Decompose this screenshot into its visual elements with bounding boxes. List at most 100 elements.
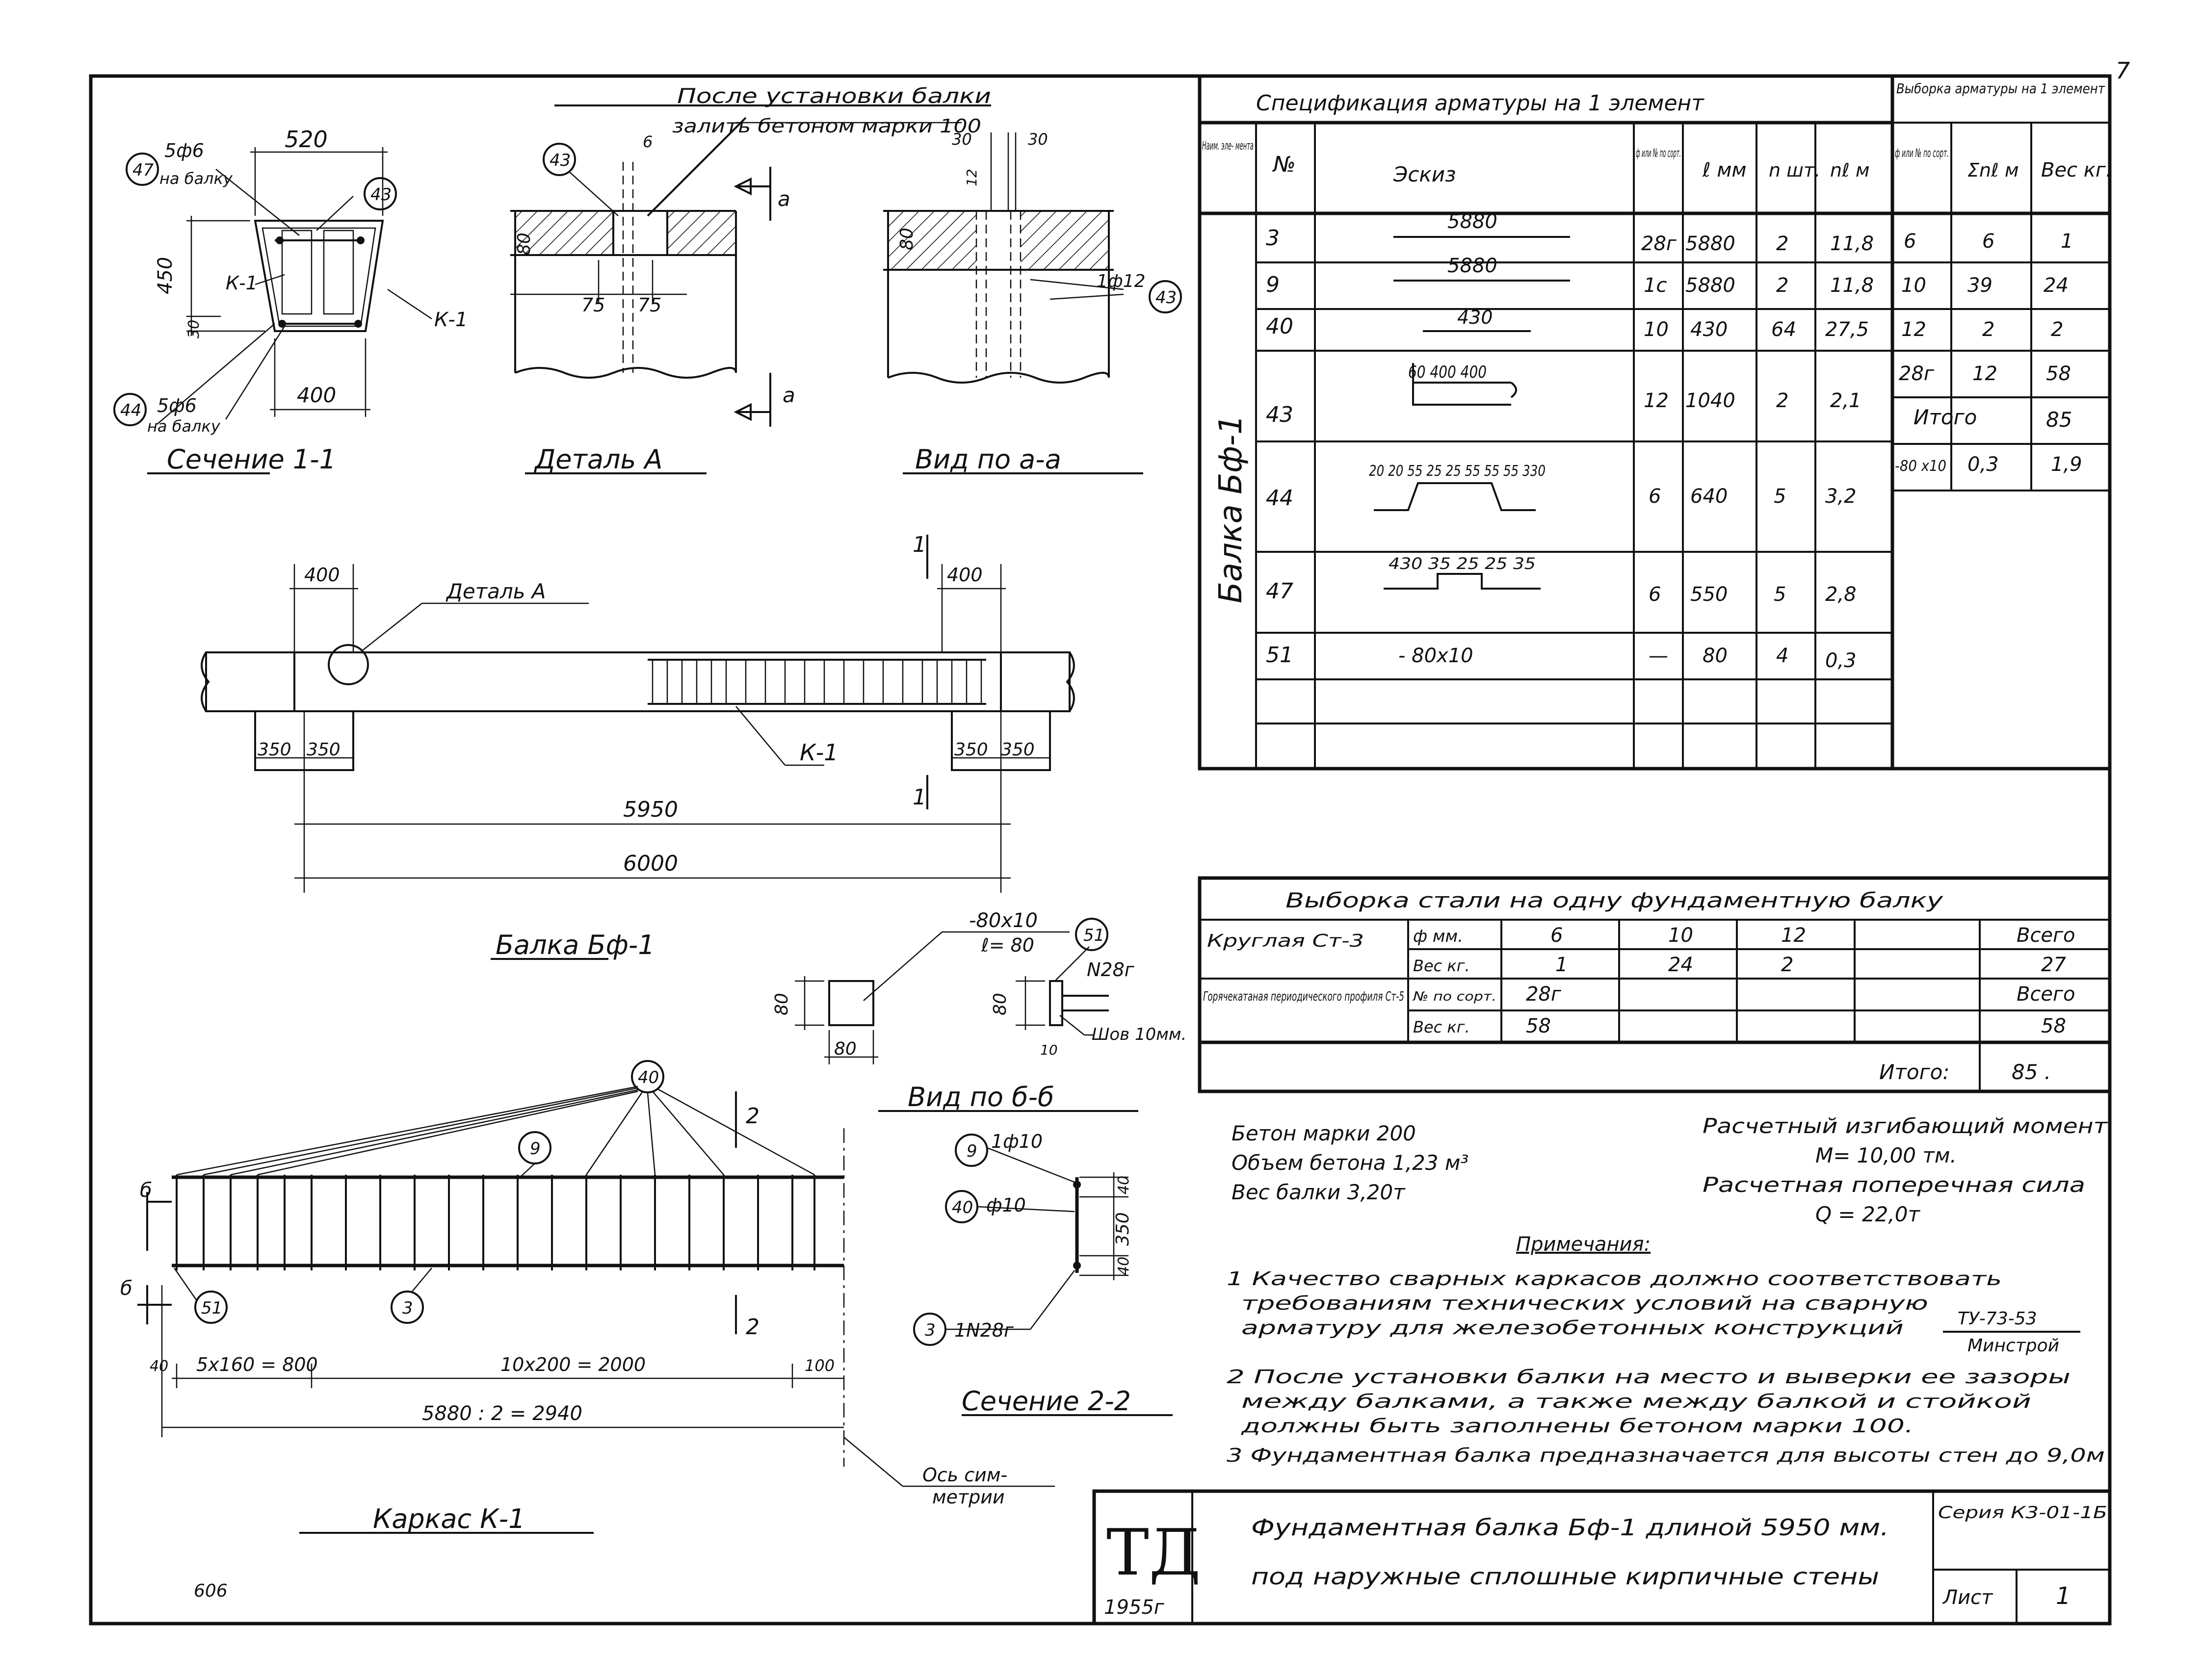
- svg-text:47: 47: [132, 160, 154, 180]
- svg-text:6: 6: [1982, 230, 1994, 253]
- svg-text:12: 12: [1972, 362, 1997, 385]
- svg-text:12: 12: [1644, 389, 1669, 412]
- svg-text:К-1: К-1: [434, 309, 468, 331]
- svg-text:на балку: на балку: [147, 417, 221, 436]
- sel-head-weight: Вес кг.: [2041, 159, 2112, 181]
- svg-text:б: б: [120, 1277, 132, 1300]
- svg-text:85 .: 85 .: [2012, 1060, 2051, 1084]
- spec-title: Спецификация арматуры на 1 элемент: [1256, 91, 1704, 116]
- title-line-2: под наружные сплошные кирпичные стены: [1251, 1563, 1879, 1590]
- selection-rows: 6 6 1 10 39 24 12 2 2 28г 12 58 Итого 85…: [1895, 230, 2082, 476]
- svg-text:85: 85: [2046, 408, 2072, 432]
- svg-text:Итого:: Итого:: [1879, 1060, 1950, 1084]
- svg-text:метрии: метрии: [932, 1486, 1005, 1508]
- svg-text:1: 1: [913, 785, 926, 810]
- view-aa-title: Вид по а-а: [915, 444, 1061, 475]
- svg-text:9: 9: [530, 1139, 541, 1159]
- section-1-1-drawing: [113, 147, 432, 474]
- svg-text:5880: 5880: [1447, 255, 1497, 277]
- svg-text:80: 80: [990, 993, 1010, 1015]
- spec-row-40: 40 430 10 430 64 27,5: [1266, 307, 1869, 341]
- svg-text:5ф6: 5ф6: [164, 140, 204, 161]
- svg-text:-80 x10: -80 x10: [1895, 458, 1946, 475]
- svg-text:9: 9: [967, 1141, 977, 1161]
- beam-title: Балка Бф-1: [496, 930, 655, 960]
- sel-head-dia: ф или № по сорт.: [1895, 146, 1949, 160]
- svg-text:3: 3: [1266, 226, 1280, 251]
- svg-text:39: 39: [1967, 274, 1992, 297]
- spec-sketch-43: 60 400 400: [1408, 362, 1487, 382]
- view-aa-drawing: [883, 132, 1182, 474]
- svg-text:№ по сорт.: № по сорт.: [1412, 989, 1496, 1004]
- concrete-line-3: Вес балки 3,20т: [1232, 1180, 1406, 1204]
- svg-text:6000: 6000: [623, 851, 678, 876]
- svg-text:10x200 = 2000: 10x200 = 2000: [500, 1354, 646, 1375]
- steel-rolled-label: Горячекатаная периодического профиля Ст-…: [1203, 989, 1404, 1004]
- spec-head-total: nℓ м: [1830, 159, 1870, 181]
- spec-sketch-47: 430 35 25 25 35: [1389, 554, 1536, 573]
- svg-text:-80x10: -80x10: [969, 909, 1038, 932]
- svg-text:3: 3: [402, 1298, 413, 1318]
- svg-text:58: 58: [2041, 1015, 2066, 1037]
- beam-drawing: [201, 535, 1075, 960]
- svg-text:6: 6: [1649, 583, 1661, 606]
- svg-text:430: 430: [1457, 307, 1493, 328]
- sheet-label: Лист: [1942, 1586, 1993, 1609]
- detail-a-title: Деталь А: [534, 444, 662, 475]
- svg-text:Деталь А: Деталь А: [446, 579, 546, 603]
- svg-text:51: 51: [201, 1298, 222, 1318]
- svg-text:0,3: 0,3: [1967, 453, 1999, 476]
- notes-title: Примечания:: [1516, 1233, 1651, 1256]
- svg-text:2: 2: [1776, 274, 1788, 297]
- svg-text:350: 350: [258, 740, 291, 760]
- svg-text:6: 6: [643, 132, 653, 151]
- shear-value: Q = 22,0т: [1815, 1202, 1920, 1226]
- svg-text:51: 51: [1083, 926, 1104, 945]
- spec-head-len: ℓ мм: [1702, 159, 1747, 181]
- svg-text:47: 47: [1266, 579, 1293, 604]
- svg-text:1,9: 1,9: [2051, 453, 2082, 476]
- plate-view-title: Вид по б-б: [908, 1082, 1054, 1112]
- svg-text:51: 51: [1266, 643, 1293, 668]
- svg-text:80: 80: [772, 993, 792, 1015]
- spec-head-element: Наим. эле- мента: [1202, 139, 1254, 153]
- note-3: 3 Фундаментная балка предназначается для…: [1227, 1445, 2105, 1466]
- svg-text:2: 2: [746, 1104, 760, 1129]
- svg-text:5880: 5880: [1685, 233, 1735, 255]
- td-logo: ТД: [1106, 1515, 1201, 1590]
- svg-text:10: 10: [1901, 274, 1926, 297]
- svg-text:11,8: 11,8: [1830, 274, 1874, 297]
- svg-text:30: 30: [1028, 130, 1048, 149]
- page-number: 7: [2116, 57, 2130, 84]
- ty-top: ТУ-73-53: [1958, 1309, 2037, 1329]
- frame-title: Каркас К-1: [373, 1503, 525, 1534]
- svg-text:40: 40: [1115, 1257, 1132, 1275]
- svg-text:520: 520: [285, 126, 328, 153]
- svg-text:1ф10: 1ф10: [991, 1131, 1043, 1152]
- svg-text:43: 43: [1155, 288, 1177, 308]
- svg-text:Вес кг.: Вес кг.: [1413, 1018, 1470, 1036]
- plate-drawing: [795, 918, 1138, 1112]
- spec-head-n: n шт.: [1769, 159, 1820, 181]
- drawing-code: 606: [194, 1581, 228, 1601]
- spec-row-51: 51 - 80x10 — 80 4 0,3: [1266, 643, 1857, 672]
- svg-text:1: 1: [2061, 230, 2073, 253]
- svg-text:43: 43: [1266, 402, 1293, 427]
- svg-text:5: 5: [1774, 485, 1786, 508]
- section-2-2-drawing: [913, 1134, 1173, 1416]
- svg-text:2: 2: [1776, 233, 1788, 255]
- selection-title: Выборка арматуры на 1 элемент: [1896, 80, 2105, 97]
- svg-text:5: 5: [1774, 583, 1786, 606]
- svg-text:а: а: [783, 383, 795, 407]
- spec-row-44: 44 20 20 55 25 25 55 55 55 330 6 640 5 3…: [1266, 463, 1857, 511]
- svg-text:1ф12: 1ф12: [1097, 271, 1146, 291]
- svg-text:80: 80: [897, 228, 917, 250]
- svg-text:5x160 = 800: 5x160 = 800: [196, 1354, 318, 1375]
- moment-value: М= 10,00 тм.: [1815, 1143, 1957, 1167]
- title-year: 1955г: [1104, 1596, 1165, 1619]
- svg-text:3,2: 3,2: [1825, 485, 1857, 508]
- svg-text:10: 10: [1644, 318, 1669, 341]
- steel-round-label: Круглая Ст-3: [1207, 931, 1364, 951]
- svg-text:40: 40: [952, 1198, 973, 1217]
- title-line-1: Фундаментная балка Бф-1 длиной 5950 мм.: [1251, 1514, 1889, 1541]
